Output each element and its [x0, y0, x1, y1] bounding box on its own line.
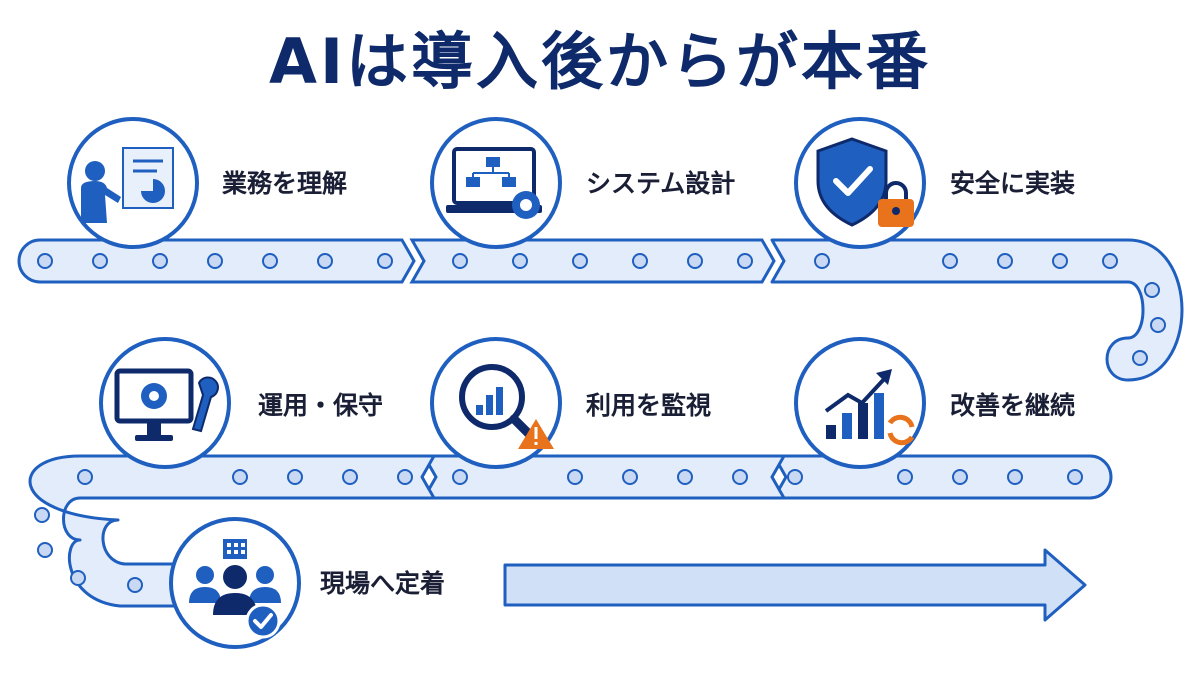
- step-label-monitor: 利用を監視: [586, 391, 712, 420]
- monitor-wrench-icon: [99, 337, 231, 469]
- step-label-operate: 運用・保守: [258, 391, 384, 420]
- step-label-design: システム設計: [586, 169, 736, 198]
- step-label-improve: 改善を継続: [950, 391, 1076, 420]
- step-label-implement: 安全に実装: [950, 169, 1076, 198]
- step-label-establish: 現場へ定着: [320, 569, 446, 598]
- page-title: AIは導入後からが本番: [268, 25, 932, 98]
- team-check-icon: [169, 517, 301, 649]
- system-design-icon: [430, 117, 562, 249]
- presentation-icon: [67, 117, 199, 249]
- step-label-understand: 業務を理解: [222, 169, 348, 198]
- growth-chart-icon: [794, 337, 926, 469]
- conveyor-track: [17, 238, 1184, 622]
- shield-lock-icon: [794, 117, 926, 249]
- magnifier-chart-icon: [430, 337, 562, 469]
